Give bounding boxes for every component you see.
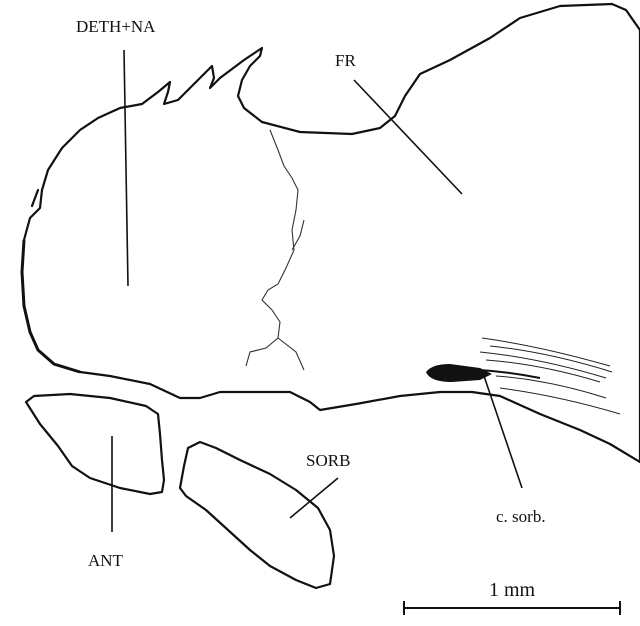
- leader-fr: [354, 80, 462, 194]
- canal-striation: [480, 338, 620, 414]
- main-bone: [22, 4, 640, 462]
- antorbital-bone: [26, 394, 164, 494]
- antorbital-shape: [26, 394, 164, 494]
- canal-opening: [426, 364, 492, 382]
- label-c-sorb: c. sorb.: [496, 507, 546, 526]
- scale-bar-label: 1 mm: [489, 579, 536, 601]
- label-ant: ANT: [88, 551, 124, 570]
- leader-sorb: [290, 478, 338, 518]
- label-sorb: SORB: [306, 451, 350, 470]
- ventral-rim: [22, 240, 80, 372]
- leader-deth-na: [124, 50, 128, 286]
- label-deth-na: DETH+NA: [76, 17, 156, 36]
- scale-bar: 1 mm: [404, 579, 620, 615]
- suture-line: [246, 130, 304, 370]
- small-mark: [32, 190, 38, 206]
- main-bone-shape: [22, 4, 640, 462]
- leader-c-sorb: [484, 376, 522, 488]
- label-fr: FR: [335, 51, 356, 70]
